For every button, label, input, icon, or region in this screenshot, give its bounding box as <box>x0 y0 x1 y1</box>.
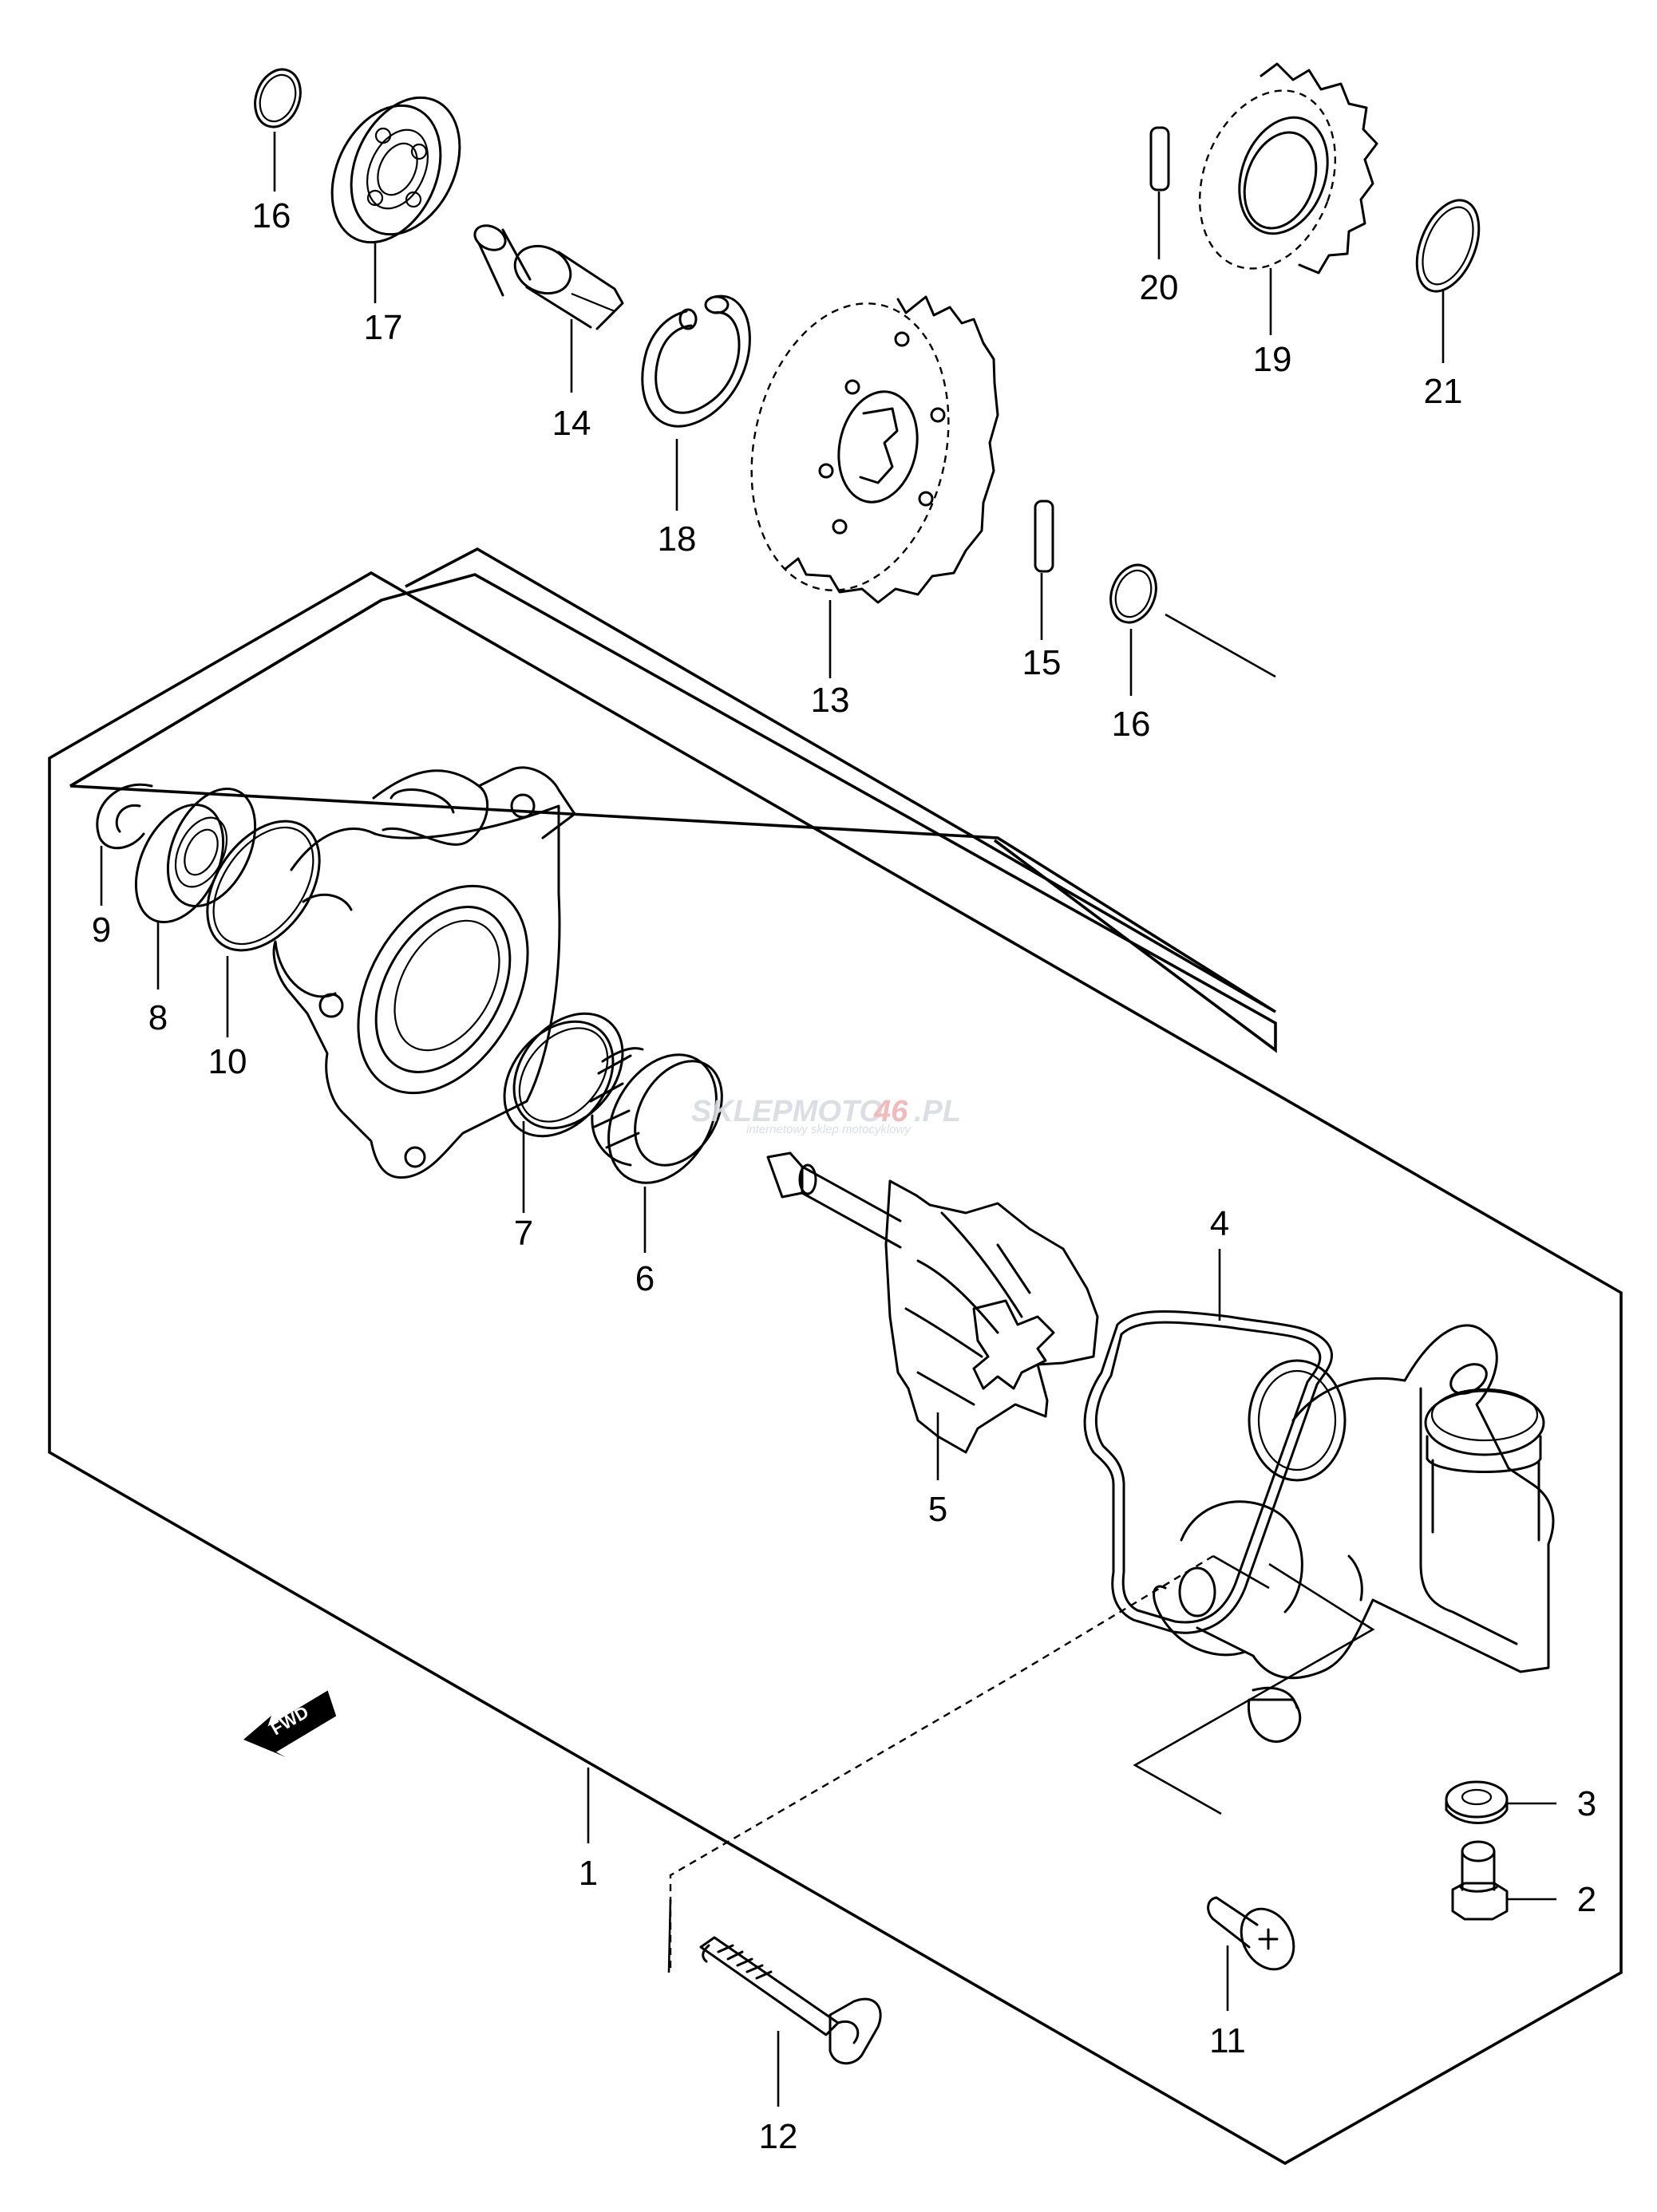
watermark-tld: .PL <box>914 1095 961 1128</box>
bearing-17 <box>330 96 461 303</box>
bolt-group-outline <box>667 1554 1375 1973</box>
gasket-4 <box>1083 1249 1334 1634</box>
circlip-16-lower <box>1109 563 1276 696</box>
label-part-8: 8 <box>148 998 168 1037</box>
label-part-2: 2 <box>1577 1880 1596 1919</box>
e-ring-9 <box>96 783 153 906</box>
watermark-number: 46 <box>873 1095 908 1128</box>
screw-11 <box>1207 1896 1295 2011</box>
label-part-10: 10 <box>208 1042 247 1081</box>
label-part-3: 3 <box>1577 1784 1596 1823</box>
label-part-16-lower: 16 <box>1112 705 1151 744</box>
o-ring-10 <box>206 820 321 1037</box>
label-part-12: 12 <box>759 2117 798 2156</box>
pin-20 <box>1149 126 1170 259</box>
bolt-12 <box>699 1936 882 2107</box>
label-part-6: 6 <box>635 1259 654 1298</box>
gear-19 <box>1198 62 1378 335</box>
label-part-11: 11 <box>1209 2021 1246 2060</box>
label-part-1: 1 <box>579 1854 598 1893</box>
seal-ring-7 <box>503 1012 624 1213</box>
label-part-17: 17 <box>364 308 403 347</box>
fwd-arrow-icon: FWD <box>243 1690 337 1757</box>
pump-cover-body <box>272 766 576 1179</box>
label-part-21: 21 <box>1424 372 1463 411</box>
circlip-21 <box>1415 199 1481 363</box>
sub-assembly-outline <box>69 547 1276 1013</box>
label-part-20: 20 <box>1140 268 1179 307</box>
label-part-7: 7 <box>514 1214 533 1253</box>
label-part-4: 4 <box>1210 1204 1229 1243</box>
impeller-5 <box>766 1151 1099 1480</box>
watermark: SKLEPMOTO 46 .PL internetowy sklep motoc… <box>691 1095 961 1136</box>
circlip-18 <box>641 294 751 511</box>
circlip-16-top <box>254 68 302 192</box>
assembly-outline <box>48 571 1623 2166</box>
gear-13 <box>750 295 999 678</box>
label-part-16-top: 16 <box>252 196 291 235</box>
shaft-14 <box>473 224 624 393</box>
label-part-5: 5 <box>928 1490 947 1529</box>
bearing-8 <box>134 787 257 989</box>
label-part-18: 18 <box>658 519 697 559</box>
pin-15 <box>1034 500 1054 640</box>
washer-3 <box>1445 1780 1556 1824</box>
bolt-2 <box>1451 1840 1556 1921</box>
label-part-19: 19 <box>1253 340 1292 379</box>
label-part-15: 15 <box>1022 643 1062 682</box>
label-part-14: 14 <box>552 404 591 443</box>
part-labels: 1 2 3 4 5 6 7 8 9 10 11 12 13 14 15 16 1… <box>92 196 1596 2156</box>
watermark-tagline: internetowy sklep motocyklowy <box>746 1123 912 1136</box>
label-part-9: 9 <box>92 910 111 950</box>
pump-housing <box>1153 1324 1555 1743</box>
watermark-brand: SKLEPMOTO <box>691 1095 883 1128</box>
label-part-13: 13 <box>811 681 850 720</box>
mechanical-seal-6 <box>589 1047 723 1253</box>
